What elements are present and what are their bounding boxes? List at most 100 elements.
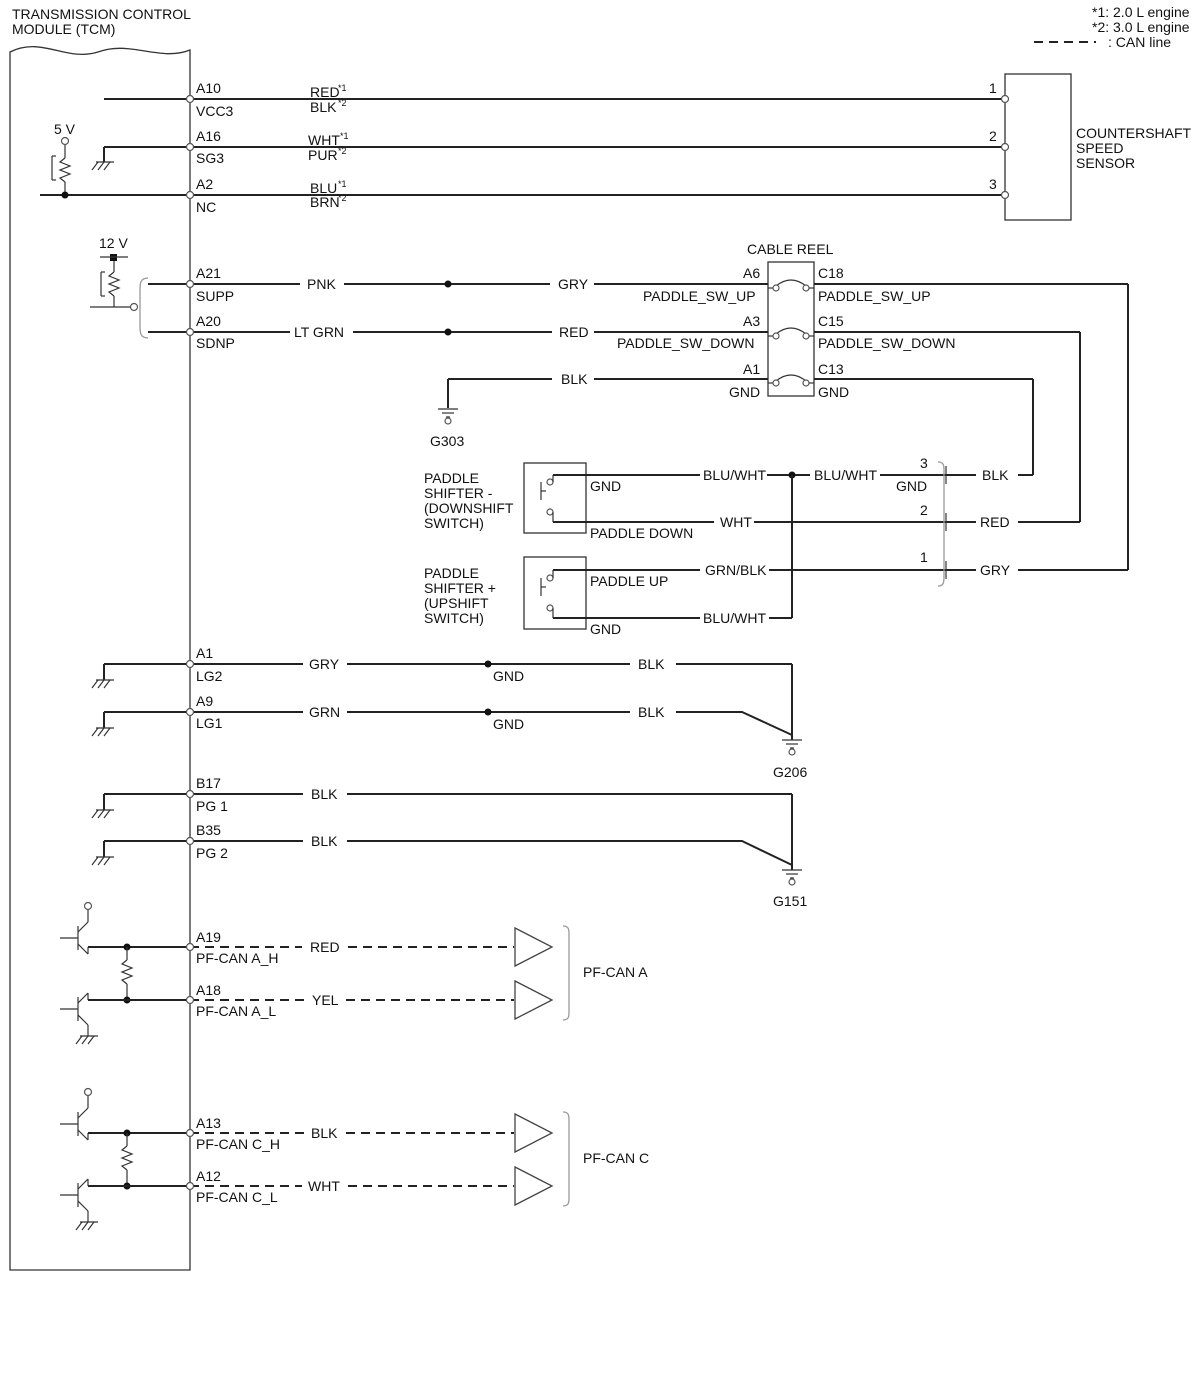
ground-symbol-g303 — [438, 408, 458, 425]
tcm-internal-bracket-paddle — [139, 277, 149, 339]
junction-dot-a20 — [444, 328, 452, 336]
paddle-up-gnd-label: GND — [590, 621, 621, 637]
can-a-bracket — [562, 925, 570, 1021]
sensor-terminal-1 — [1000, 94, 1010, 104]
paddle-up-name-line-2: SHIFTER + — [424, 580, 496, 596]
ground-symbol-g206 — [782, 739, 802, 756]
reel-signal-left-up: PADDLE_SW_UP — [643, 288, 756, 304]
supply-5v-terminal — [60, 136, 70, 146]
pullup-resistor-a2 — [58, 157, 72, 183]
tcm-terminal-a16 — [185, 142, 195, 152]
tcm-terminal-a13 — [185, 1128, 195, 1138]
can-a-low-continuation-arrow — [514, 979, 554, 1021]
sup-mark-2: *2 — [338, 146, 347, 156]
tcm-terminal-b35 — [185, 836, 195, 846]
junction-dot-lg2 — [484, 660, 492, 668]
cable-reel-box — [767, 261, 815, 397]
junction-dot-a21 — [444, 280, 452, 288]
tcm-terminal-a9-lg1 — [185, 707, 195, 717]
reel-pin-a3: A3 — [743, 313, 760, 329]
pin-label-a1-lg2: A1 — [196, 645, 213, 661]
pin-label-a9-lg1: A9 — [196, 693, 213, 709]
paddle-conn-pin-2: 2 — [920, 502, 928, 518]
can-c-transistor-low — [60, 1178, 98, 1231]
reel-contact-gnd — [768, 374, 814, 387]
paddle-down-switch-contacts — [540, 475, 554, 522]
wire-pg2-seg2 — [347, 840, 793, 866]
wire-color-blk-pg1: BLK — [311, 786, 338, 802]
wire-color-blk-lg1: BLK — [638, 704, 665, 720]
wire-color-gry-lg2: GRY — [309, 656, 340, 672]
ground-symbol-lg1 — [91, 727, 114, 737]
wire-color-grn-lg1: GRN — [309, 704, 340, 720]
paddle-shifter-down-box — [523, 462, 587, 534]
ground-symbol-lg2 — [91, 679, 114, 689]
signal-label-sdnp: SDNP — [196, 335, 235, 351]
wire-color-yel-can-a: YEL — [312, 992, 339, 1008]
pin-label-a16: A16 — [196, 128, 221, 144]
signal-label-sg3: SG3 — [196, 150, 224, 166]
paddle-connector-terminals — [945, 466, 976, 579]
countershaft-speed-sensor-box — [1004, 73, 1072, 221]
wire-color-lt-grn: LT GRN — [294, 324, 344, 340]
signal-label-lg1: LG1 — [196, 715, 223, 731]
wire-color-red-a3: RED — [559, 324, 589, 340]
wire-color-blk-conn3: BLK — [982, 467, 1009, 483]
pin-label-a10: A10 — [196, 80, 221, 96]
wire-color-bluwht-up: BLU/WHT — [703, 610, 766, 626]
wire-color-a10-3l: BLK — [310, 99, 337, 115]
pin-label-a21: A21 — [196, 265, 221, 281]
signal-label-lg2: LG2 — [196, 668, 223, 684]
tcm-title-line-1: TRANSMISSION CONTROL — [12, 6, 191, 22]
reel-pin-c18: C18 — [818, 265, 844, 281]
sup-mark-1: *1 — [340, 131, 349, 141]
paddle-up-switch-contacts — [540, 570, 554, 618]
reel-signal-left-gnd: GND — [729, 384, 760, 400]
sensor-terminal-2 — [1000, 142, 1010, 152]
wire-color-a10-2l: RED — [310, 84, 340, 100]
reel-contact-up — [768, 279, 814, 292]
wire-color-blk-can-c: BLK — [311, 1125, 338, 1141]
reel-signal-right-down: PADDLE_SW_DOWN — [818, 335, 955, 351]
signal-label-pf-can-a-l: PF-CAN A_L — [196, 1003, 276, 1019]
wire-color-a2-2l: BLU — [310, 180, 337, 196]
reel-signal-right-up: PADDLE_SW_UP — [818, 288, 931, 304]
tcm-terminal-a21 — [185, 279, 195, 289]
wire-color-blk-lg2: BLK — [638, 656, 665, 672]
paddle-down-gnd-label: GND — [590, 478, 621, 494]
wire-color-red-can-a: RED — [310, 939, 340, 955]
paddle-down-name-line-1: PADDLE — [424, 470, 479, 486]
cable-reel-title: CABLE REEL — [747, 241, 834, 257]
paddle-down-name-line-3: (DOWNSHIFT — [424, 500, 514, 516]
pin-label-b17: B17 — [196, 775, 221, 791]
supply-5v-label: 5 V — [54, 121, 76, 137]
pin-label-a18: A18 — [196, 982, 221, 998]
can-a-termination-resistor — [120, 959, 134, 985]
reel-pin-c13: C13 — [818, 361, 844, 377]
can-c-transistor-high — [60, 1087, 93, 1141]
paddle-up-name-line-3: (UPSHIFT — [424, 595, 489, 611]
wire-color-blk-a1: BLK — [561, 371, 588, 387]
wire-color-a2-3l: BRN — [310, 194, 340, 210]
junction-dot-a2 — [61, 191, 69, 199]
pin-label-a19: A19 — [196, 929, 221, 945]
tcm-terminal-a10 — [185, 94, 195, 104]
sensor-pin-label-2: 2 — [989, 128, 997, 144]
pullup-terminal-12v — [129, 302, 139, 312]
sensor-pin-label-1: 1 — [989, 80, 997, 96]
signal-label-supp: SUPP — [196, 288, 234, 304]
tcm-module-outline — [9, 46, 191, 1271]
sensor-name-line-2: SPEED — [1076, 140, 1123, 156]
ground-symbol-g151 — [782, 869, 802, 886]
can-c-label: PF-CAN C — [583, 1150, 649, 1166]
tcm-title-line-2: MODULE (TCM) — [12, 21, 115, 37]
note-engine-2: *2: 3.0 L engine — [1092, 19, 1190, 35]
note-engine-1: *1: 2.0 L engine — [1092, 4, 1190, 20]
sensor-name-line-1: COUNTERSHAFT — [1076, 125, 1192, 141]
sup-mark-2: *2 — [338, 193, 347, 203]
paddle-up-name-line-1: PADDLE — [424, 565, 479, 581]
ground-symbol-sg3 — [91, 161, 114, 171]
can-a-label: PF-CAN A — [583, 964, 648, 980]
tcm-terminal-a20 — [185, 327, 195, 337]
